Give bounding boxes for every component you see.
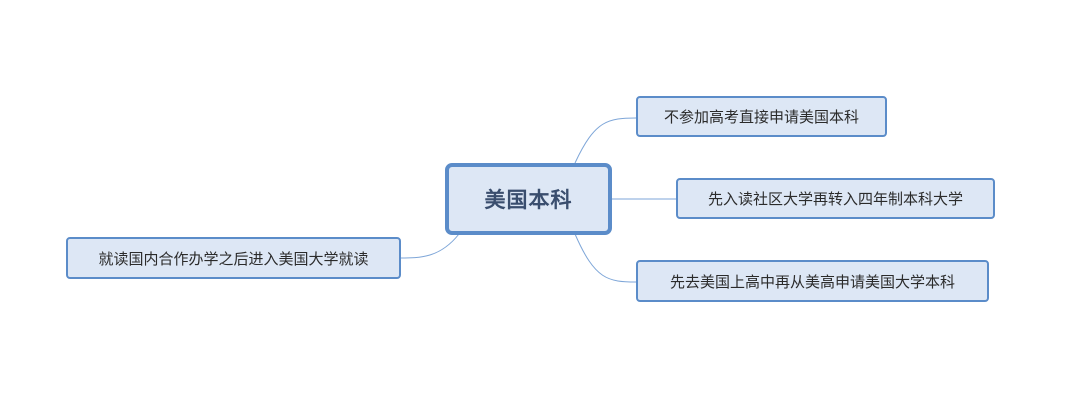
connector-branch-3: [574, 233, 638, 283]
connector-branch-1: [574, 117, 638, 164]
connector-branch-4: [399, 233, 460, 259]
branch-node-direct-apply[interactable]: 不参加高考直接申请美国本科: [636, 96, 887, 137]
branch-node-joint-program[interactable]: 就读国内合作办学之后进入美国大学就读: [66, 237, 401, 279]
branch-node-community-college[interactable]: 先入读社区大学再转入四年制本科大学: [676, 178, 995, 219]
branch-node-us-high-school[interactable]: 先去美国上高中再从美高申请美国大学本科: [636, 260, 989, 302]
root-node[interactable]: 美国本科: [445, 163, 612, 235]
